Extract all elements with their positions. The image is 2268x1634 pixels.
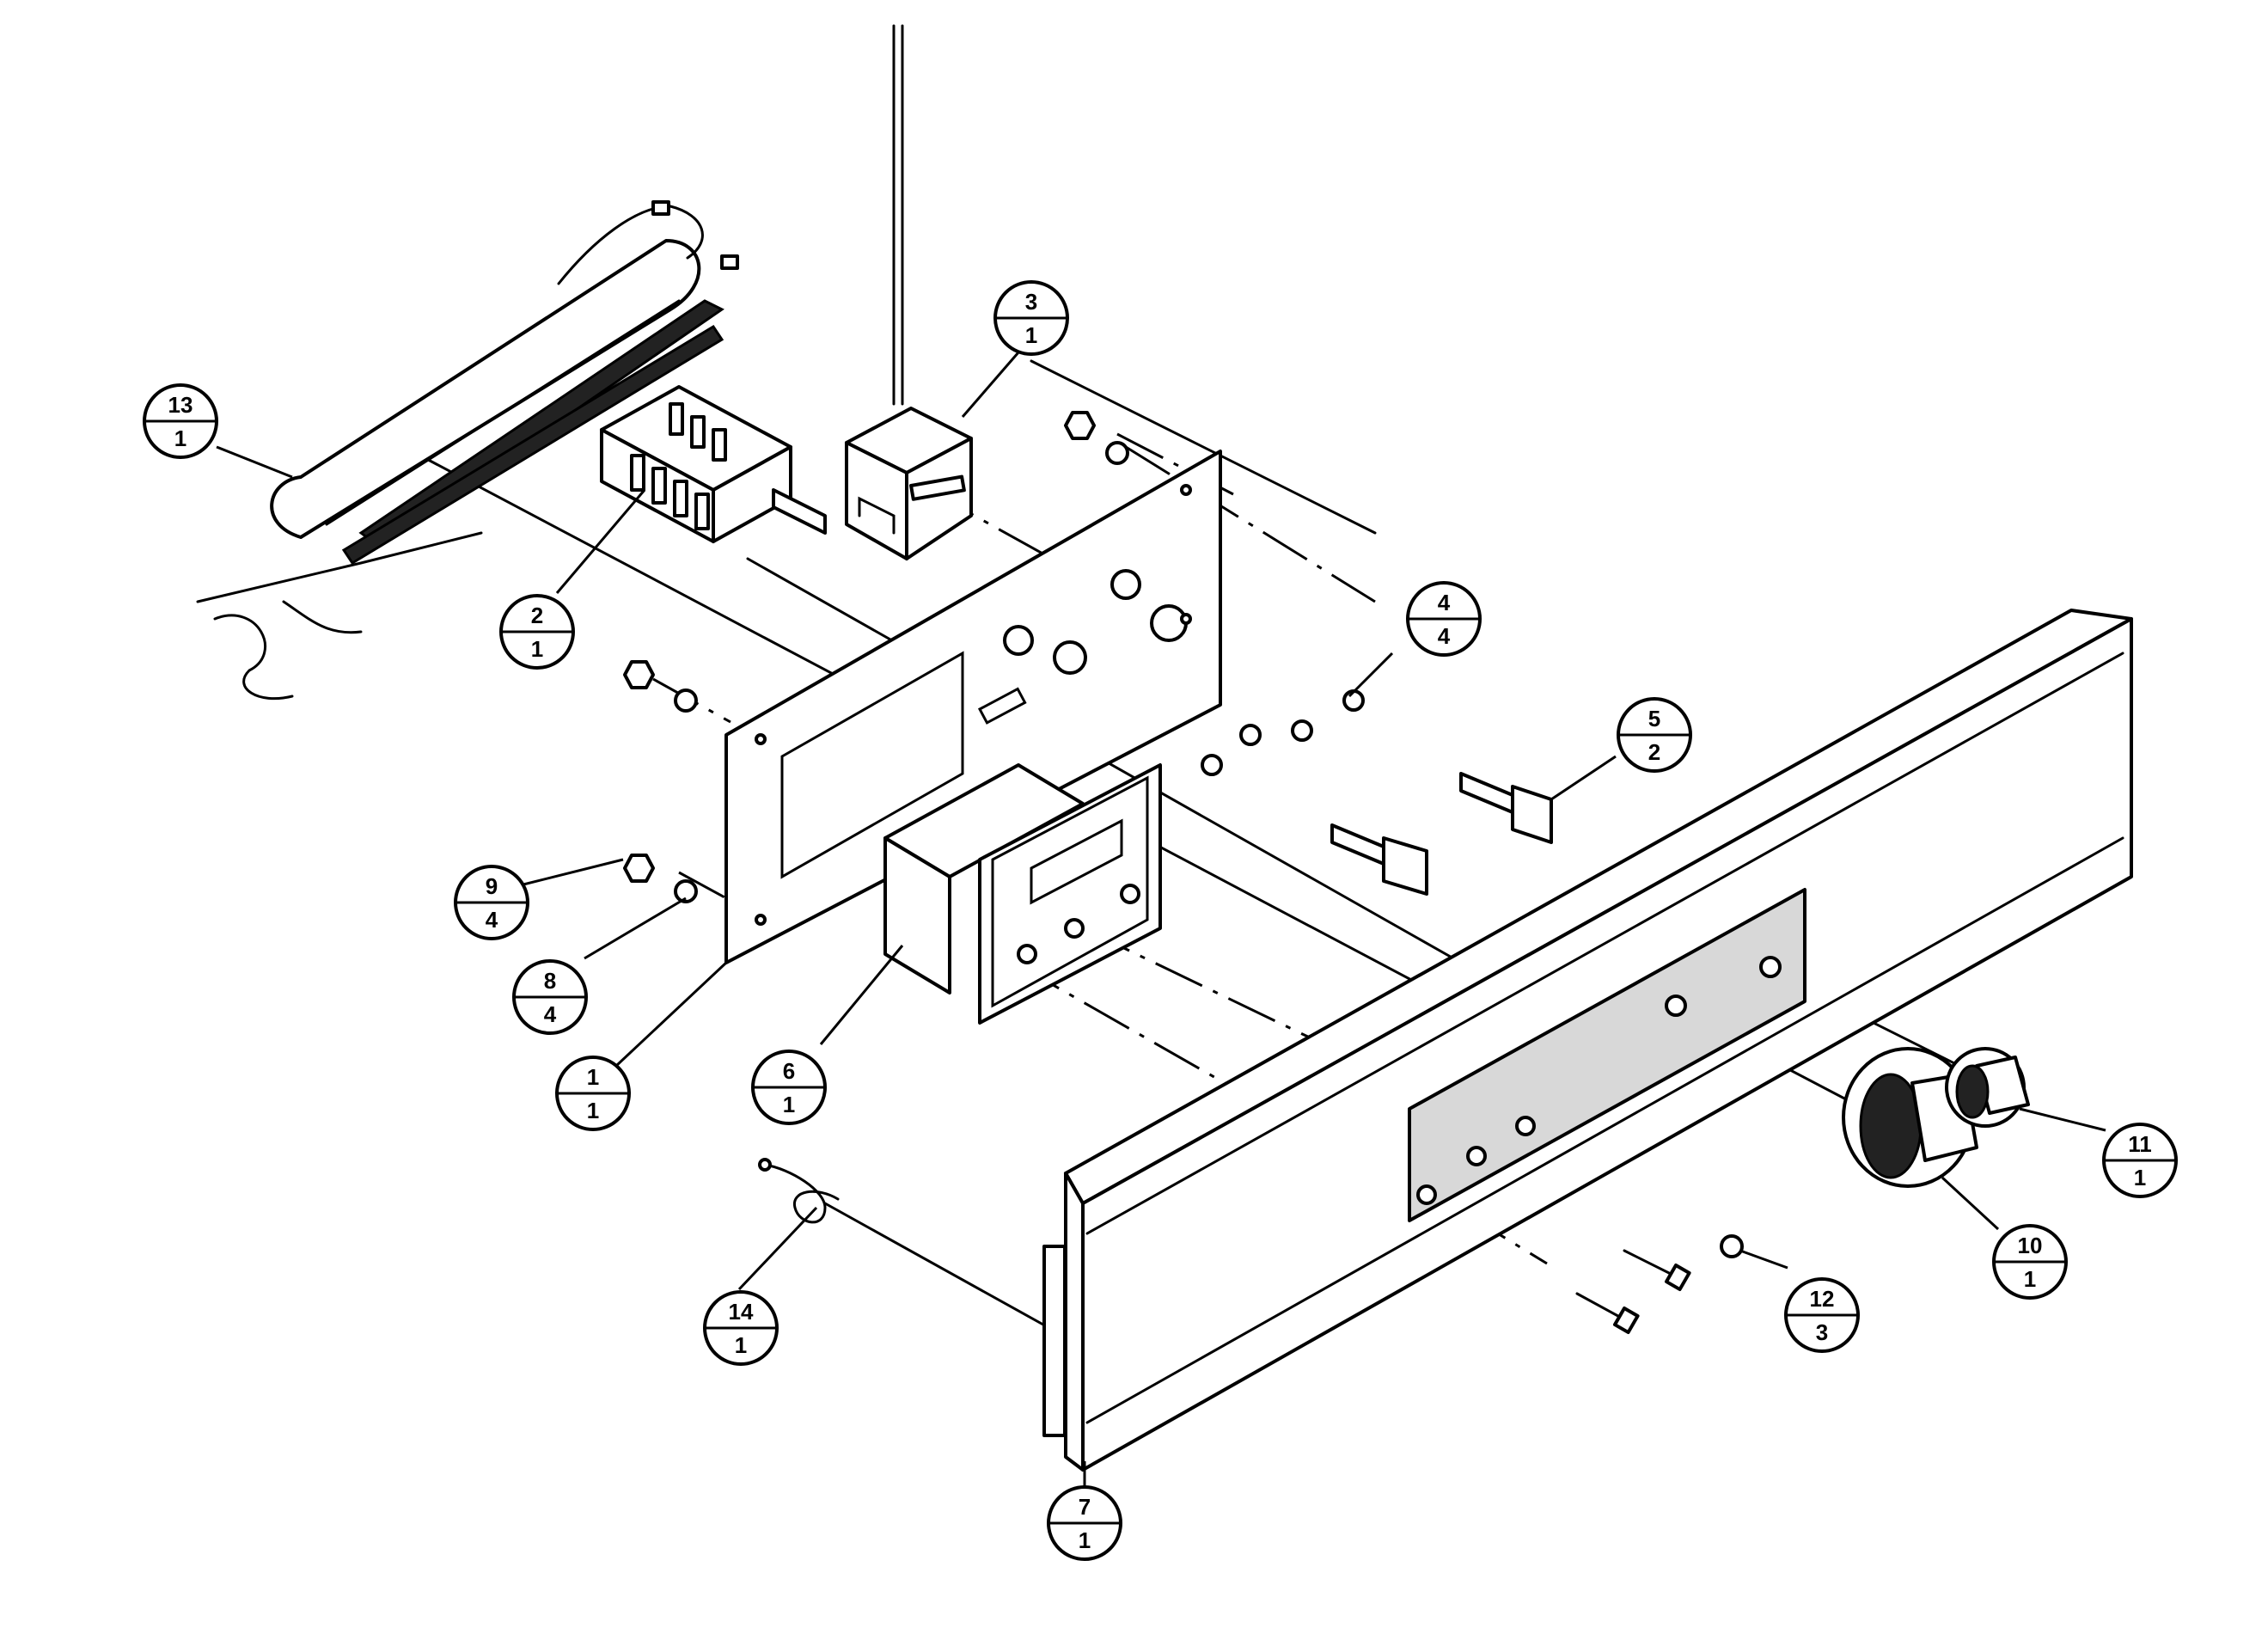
callout-part-number: 12 [1810,1286,1835,1312]
callout-part-number: 1 [587,1064,599,1090]
callout-part-number: 14 [729,1299,754,1325]
lamp-holder-part-5 [1330,772,1553,896]
callout-part-number: 13 [168,392,193,418]
callout-7: 7 1 [1047,1485,1122,1561]
callout-part-number: 7 [1079,1494,1091,1520]
screw-part-12 [1575,1234,1744,1335]
callout-quantity: 3 [1816,1319,1828,1345]
callout-12: 12 3 [1784,1277,1860,1353]
callout-10: 10 1 [1992,1224,2068,1300]
callout-9: 9 4 [454,865,529,940]
callout-3: 3 1 [993,280,1069,356]
washer-part-8 [674,441,1129,903]
wire-harness-part-13 [196,200,739,701]
callout-part-number: 2 [531,603,543,628]
callout-quantity: 4 [486,907,498,933]
control-panel-part-7 [1042,609,2133,1472]
callout-quantity: 1 [783,1092,795,1117]
callout-quantity: 1 [2134,1165,2146,1190]
callout-part-number: 11 [2128,1131,2152,1157]
rotary-switch-part-2 [600,385,827,543]
callout-leaders [216,352,2106,1487]
thermostat-part-3 [845,24,973,560]
callout-2: 2 1 [499,594,575,670]
callout-quantity: 1 [1079,1527,1091,1553]
callout-part-number: 4 [1438,590,1451,615]
callout-part-number: 6 [783,1058,795,1084]
callout-quantity: 1 [531,636,543,662]
display-module-part-6 [883,763,1162,1025]
nut-part-9 [623,411,1096,883]
callout-quantity: 4 [544,1001,557,1027]
callout-14: 14 1 [703,1290,779,1366]
callout-11: 11 1 [2102,1123,2178,1198]
cable-clip-part-14 [758,1158,840,1224]
callout-quantity: 2 [1648,739,1660,765]
callout-quantity: 4 [1438,623,1451,649]
callout-part-number: 3 [1025,289,1037,315]
callout-quantity: 1 [735,1332,747,1358]
callout-6: 6 1 [751,1050,827,1125]
callout-quantity: 1 [587,1098,599,1123]
callout-part-number: 9 [486,873,498,899]
callout-part-number: 10 [2018,1233,2043,1258]
callout-part-number: 5 [1648,706,1660,731]
callout-quantity: 1 [2024,1266,2036,1292]
callout-quantity: 1 [1025,322,1037,348]
callout-8: 8 4 [512,959,588,1035]
knob-part-11 [1945,1047,2030,1128]
callout-4: 4 4 [1406,581,1482,657]
callout-quantity: 1 [174,425,186,451]
callout-part-number: 8 [544,968,556,994]
nut-part-4 [1201,689,1365,776]
callout-13: 13 1 [143,383,218,459]
mounting-bracket-part-1 [724,450,1222,964]
callout-1: 1 1 [555,1056,631,1131]
callout-5: 5 2 [1617,697,1692,773]
